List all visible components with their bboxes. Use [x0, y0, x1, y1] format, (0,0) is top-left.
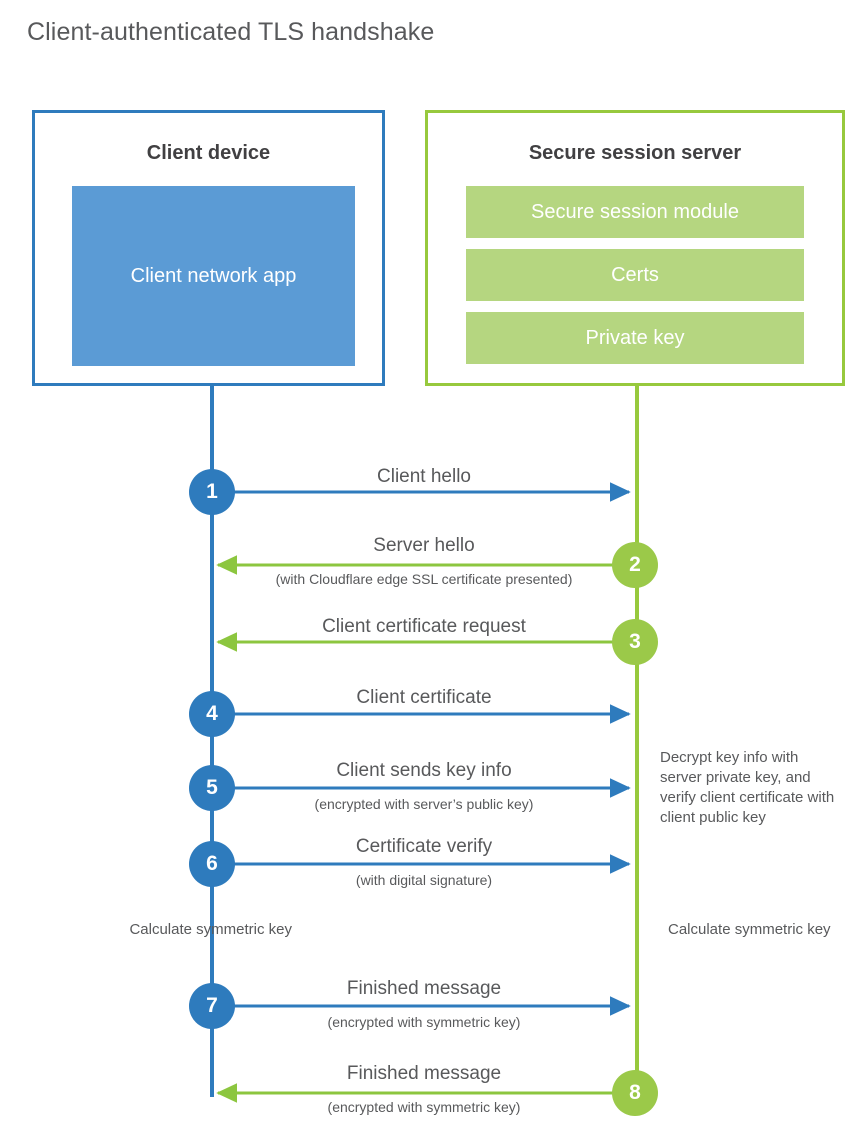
step-circle-4[interactable]: 4 — [189, 691, 235, 737]
server-decrypt-note: Decrypt key info with server private key… — [660, 749, 835, 826]
message-sublabel-6: (with digital signature) — [355, 872, 493, 888]
message-sublabel-5: (encrypted with server’s public key) — [314, 796, 534, 812]
step-circle-8[interactable]: 8 — [612, 1070, 658, 1116]
message-label-5: Client sends key info — [336, 760, 512, 781]
client-device-title: Client device — [146, 142, 271, 164]
client-network-app-block: Client network app — [72, 186, 355, 366]
server-lifeline — [635, 386, 639, 1093]
message-sublabel-2: (with Cloudflare edge SSL certificate pr… — [275, 571, 573, 587]
server-component-certs: Certs — [466, 249, 804, 301]
page-title: Client-authenticated TLS handshake — [27, 18, 435, 46]
message-label-8: Finished message — [346, 1063, 502, 1084]
client-calculate-symmetric-key-note: Calculate symmetric key — [129, 921, 292, 938]
server-component-private-key: Private key — [466, 312, 804, 364]
message-label-7: Finished message — [346, 978, 502, 999]
server-calculate-symmetric-key-note: Calculate symmetric key — [668, 921, 831, 938]
message-label-6: Certificate verify — [355, 836, 493, 857]
client-lifeline — [210, 386, 214, 1097]
message-label-3: Client certificate request — [322, 616, 526, 637]
server-component-secure-session-module: Secure session module — [466, 186, 804, 238]
step-circle-7[interactable]: 7 — [189, 983, 235, 1029]
message-sublabel-8: (encrypted with symmetric key) — [327, 1099, 521, 1115]
step-circle-3[interactable]: 3 — [612, 619, 658, 665]
client-device-box: Client device Client network app — [32, 110, 385, 386]
secure-session-server-title: Secure session server — [528, 142, 742, 164]
step-circle-1[interactable]: 1 — [189, 469, 235, 515]
secure-session-server-box: Secure session server Secure session mod… — [425, 110, 845, 386]
message-label-1: Client hello — [377, 466, 471, 487]
step-circle-6[interactable]: 6 — [189, 841, 235, 887]
message-label-4: Client certificate — [356, 687, 492, 708]
step-circle-2[interactable]: 2 — [612, 542, 658, 588]
step-circle-5[interactable]: 5 — [189, 765, 235, 811]
message-sublabel-7: (encrypted with symmetric key) — [327, 1014, 521, 1030]
message-label-2: Server hello — [373, 535, 475, 556]
